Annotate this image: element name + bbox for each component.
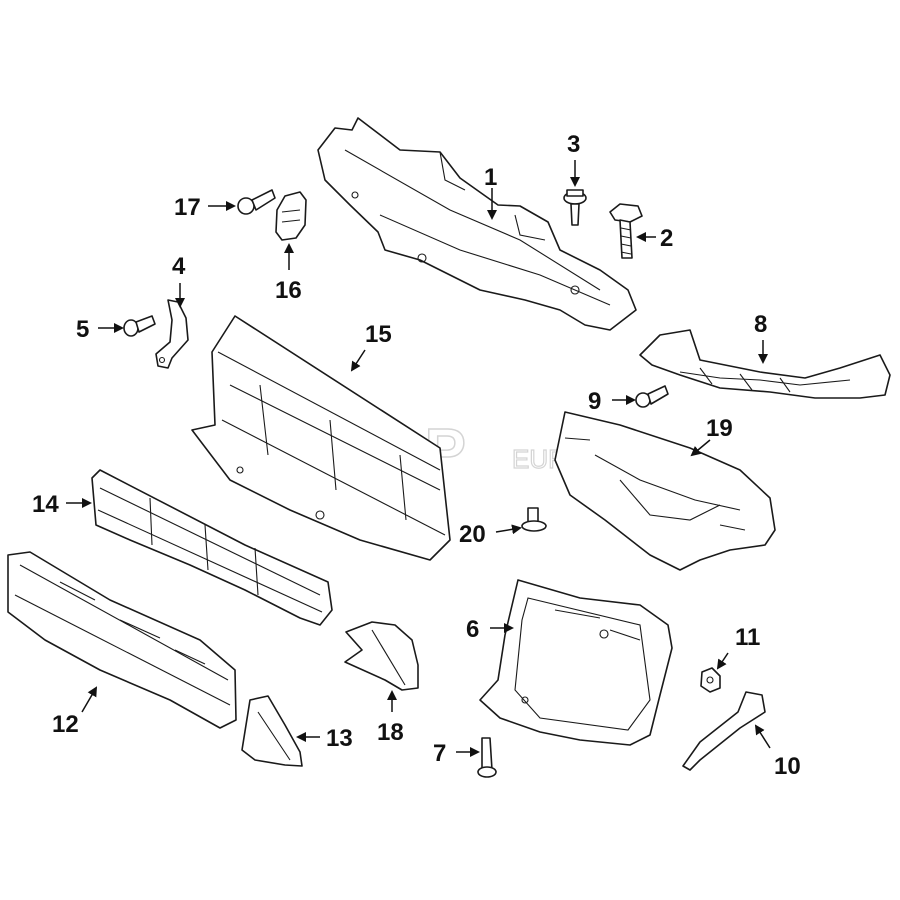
part-11-nut	[700, 667, 721, 693]
callout-17: 17	[174, 194, 201, 221]
part-10-bracket-strip	[682, 691, 766, 771]
callout-5: 5	[76, 316, 89, 343]
part-8-side-bracket	[639, 329, 891, 399]
part-5-bolt	[123, 315, 156, 337]
part-2-bolt	[609, 203, 643, 259]
callout-8: 8	[754, 311, 767, 338]
callout-labels: 1 2 3 4 5 6 7 8 9 10 11 12 13 14 15 16 1…	[32, 131, 801, 780]
part-14-grille-frame	[91, 469, 333, 626]
callout-7: 7	[433, 740, 446, 767]
part-19-lower-shield	[554, 411, 776, 571]
part-9-bolt	[635, 385, 669, 408]
part-15-deflector	[191, 315, 451, 561]
callout-4: 4	[172, 253, 186, 280]
callout-20: 20	[459, 521, 486, 548]
callout-3: 3	[567, 131, 580, 158]
part-1-upper-support	[317, 117, 637, 331]
callout-12: 12	[52, 711, 79, 738]
callout-13: 13	[326, 725, 353, 752]
callout-16: 16	[275, 277, 302, 304]
callout-15: 15	[365, 321, 392, 348]
part-13-corner-bracket	[241, 695, 303, 767]
part-17-bolt	[237, 189, 276, 215]
callout-19: 19	[706, 415, 733, 442]
leader-lines	[66, 160, 771, 757]
part-6-lamp-bracket	[479, 579, 673, 746]
callout-11: 11	[735, 624, 760, 651]
part-4-bracket	[155, 299, 189, 369]
part-12-lower-grille	[7, 551, 237, 729]
part-18-deflector	[344, 621, 419, 691]
callout-9: 9	[588, 388, 601, 415]
callout-1: 1	[484, 164, 497, 191]
part-20-push-pin	[521, 507, 547, 532]
callout-10: 10	[774, 753, 801, 780]
part-16-clip	[275, 191, 307, 241]
callout-14: 14	[32, 491, 59, 518]
part-7-bolt	[477, 737, 497, 778]
part-3-screw	[563, 189, 587, 226]
callout-18: 18	[377, 719, 404, 746]
callout-6: 6	[466, 616, 479, 643]
callout-2: 2	[660, 225, 673, 252]
